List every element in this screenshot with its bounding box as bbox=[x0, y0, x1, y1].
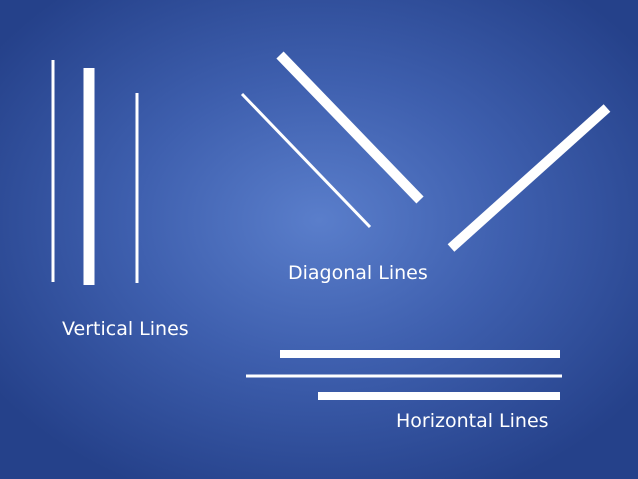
diagonal-line-rising bbox=[447, 104, 611, 252]
diagonal-line-thick bbox=[276, 51, 424, 204]
diagonal-line-thin bbox=[240, 92, 372, 229]
horizontal-lines-label: Horizontal Lines bbox=[396, 410, 549, 432]
vertical-lines-label: Vertical Lines bbox=[62, 318, 189, 340]
diagonal-lines-label: Diagonal Lines bbox=[288, 262, 428, 284]
